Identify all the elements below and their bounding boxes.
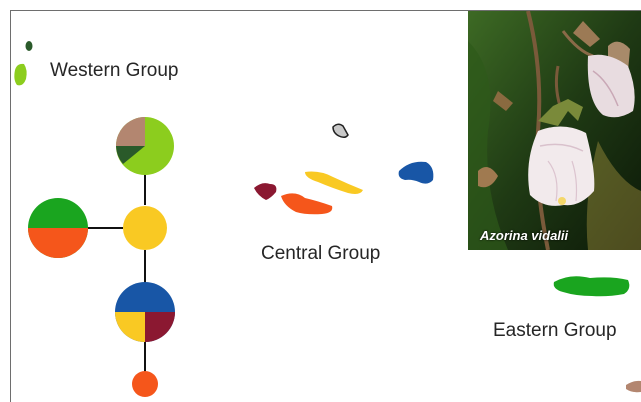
island-central-maroon	[254, 183, 277, 200]
pie-slice-dark-green	[116, 146, 145, 164]
island-central-yellow	[305, 171, 363, 194]
photo-caption: Azorina vidalii	[480, 228, 569, 243]
island-eastern-green	[553, 276, 630, 297]
island-central-orange	[281, 193, 333, 215]
island-western-small	[25, 41, 33, 51]
label-central-group: Central Group	[261, 243, 381, 264]
haplotype-pie-left	[28, 198, 88, 258]
pie-slice-brown	[116, 117, 145, 146]
haplotype-node-small	[132, 371, 158, 397]
island-central-blue	[398, 161, 434, 184]
island-central-gray	[332, 123, 349, 139]
haplotype-pie-bottom	[115, 282, 175, 342]
pie-slice-orange	[28, 228, 88, 258]
flower-illustration	[468, 11, 641, 250]
haplotype-pie-top	[116, 117, 174, 175]
frame-border-top	[10, 10, 641, 11]
island-eastern-brown	[626, 380, 641, 393]
pie-slice-maroon	[145, 312, 175, 342]
label-eastern-group: Eastern Group	[493, 320, 617, 341]
haplotype-node-center	[123, 206, 167, 250]
pie-slice-yellow	[115, 312, 145, 342]
label-western-group: Western Group	[50, 60, 179, 81]
species-photo: Azorina vidalii	[468, 11, 641, 250]
island-western-large	[14, 63, 27, 86]
frame-border-left	[10, 10, 11, 402]
